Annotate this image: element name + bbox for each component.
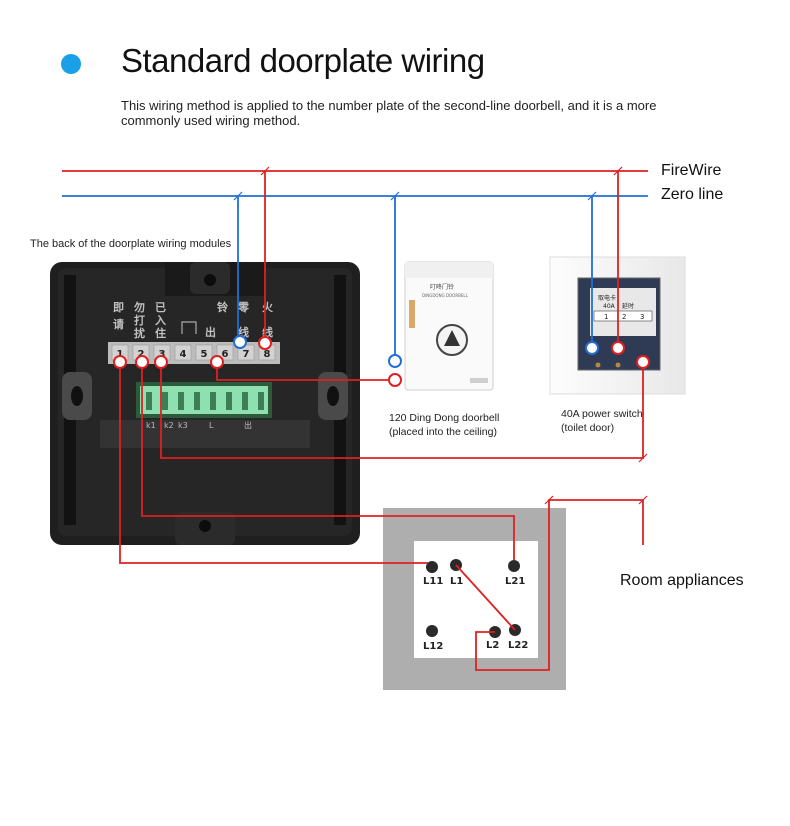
wire-l1-to-l22	[455, 564, 516, 631]
module-label-zh-8: 住	[155, 326, 166, 340]
power-switch-terminal-3: 3	[640, 313, 644, 321]
zero-line-label: Zero line	[661, 186, 724, 203]
terminal-number-5: 5	[201, 349, 208, 360]
strip-label-k2: k2	[164, 421, 174, 430]
strip-label-k1: k1	[146, 421, 156, 430]
panel-label-l21: L21	[505, 576, 526, 587]
doorplate-module	[50, 262, 360, 545]
terminal-number-3: 3	[159, 349, 166, 360]
panel-label-l11: L11	[423, 576, 444, 587]
terminal-l11	[426, 561, 438, 573]
terminal-number-7: 7	[243, 349, 250, 360]
power-switch-device-text-1: 取电卡	[598, 294, 616, 302]
doorbell-caption-line2: (placed into the ceiling)	[389, 426, 497, 438]
module-label-zh-3: 勿	[133, 300, 145, 314]
strip-label-l: L	[209, 421, 214, 430]
panel-label-l2: L2	[486, 640, 500, 651]
power-switch-terminal-1: 1	[604, 313, 608, 321]
page-title: Standard doorplate wiring	[121, 42, 485, 79]
wire-t2-to-l21	[141, 360, 515, 560]
doorbell-fire-dot	[388, 373, 402, 387]
module-label-zh-14: 线	[262, 325, 273, 339]
heading-bullet-icon	[61, 54, 81, 74]
module-label-zh-6: 已	[155, 301, 166, 314]
module-terminal-3-dot	[154, 355, 168, 369]
power-switch-device-text-2: 40A	[603, 303, 616, 310]
room-switch-panel	[383, 508, 566, 690]
module-label-zh-11: 线	[238, 325, 249, 339]
terminal-number-4: 4	[180, 349, 187, 360]
page-description: This wiring method is applied to the num…	[121, 98, 657, 128]
power-switch-terminal-2: 2	[622, 313, 626, 321]
doorbell-device: 叮咚门铃 DINGDONG DOORBELL	[404, 261, 494, 391]
module-label-zh-9: 铃	[217, 300, 228, 314]
module-terminal-7-dot	[233, 335, 247, 349]
room-appliances-label: Room appliances	[620, 572, 744, 589]
terminal-number-6: 6	[222, 349, 229, 360]
module-terminal-6-dot	[210, 355, 224, 369]
power-switch-device-text-3: 延时	[622, 302, 634, 310]
panel-label-l22: L22	[508, 640, 529, 651]
power-switch-out-dot	[636, 355, 650, 369]
wire-module-to-doorbell	[216, 368, 394, 381]
module-label-zh-4: 打	[134, 313, 145, 327]
module-label-zh-13: 出	[205, 325, 216, 339]
terminal-number-8: 8	[264, 349, 271, 360]
module-caption: The back of the doorplate wiring modules	[30, 238, 232, 250]
strip-label-out: 出	[244, 420, 252, 430]
module-terminal-1-dot	[113, 355, 127, 369]
module-label-zh-12: 火	[262, 301, 274, 314]
doorbell-zero-dot	[388, 354, 402, 368]
module-terminal-2-dot	[135, 355, 149, 369]
power-switch-fire-dot	[611, 341, 625, 355]
terminal-number-2: 2	[138, 349, 145, 360]
terminal-l12	[426, 625, 438, 637]
terminal-l21	[508, 560, 520, 572]
doorbell-device-text-zh: 叮咚门铃	[430, 283, 454, 291]
firewire-label: FireWire	[661, 162, 722, 179]
module-label-zh-10: 零	[237, 301, 250, 314]
wire-t3-to-switch	[160, 360, 644, 459]
module-terminal-8-dot	[258, 336, 272, 350]
module-label-zh-5: 扰	[134, 326, 145, 340]
module-label-zh-2: 请	[113, 317, 124, 331]
panel-label-l1: L1	[450, 576, 464, 587]
doorbell-device-text-en: DINGDONG DOORBELL	[422, 293, 469, 298]
module-label-zh-7: 入	[155, 314, 166, 327]
power-switch-zero-dot	[585, 341, 599, 355]
panel-label-l12: L12	[423, 641, 444, 652]
module-label-zh-1: 即	[113, 301, 124, 314]
wire-t1-to-l11	[119, 360, 428, 564]
power-switch-caption-line2: (toilet door)	[561, 422, 615, 434]
doorbell-caption-line1: 120 Ding Dong doorbell	[389, 412, 500, 424]
terminal-number-1: 1	[117, 349, 124, 360]
strip-label-k3: k3	[178, 421, 188, 430]
power-switch-caption-line1: 40A power switch	[561, 408, 643, 420]
